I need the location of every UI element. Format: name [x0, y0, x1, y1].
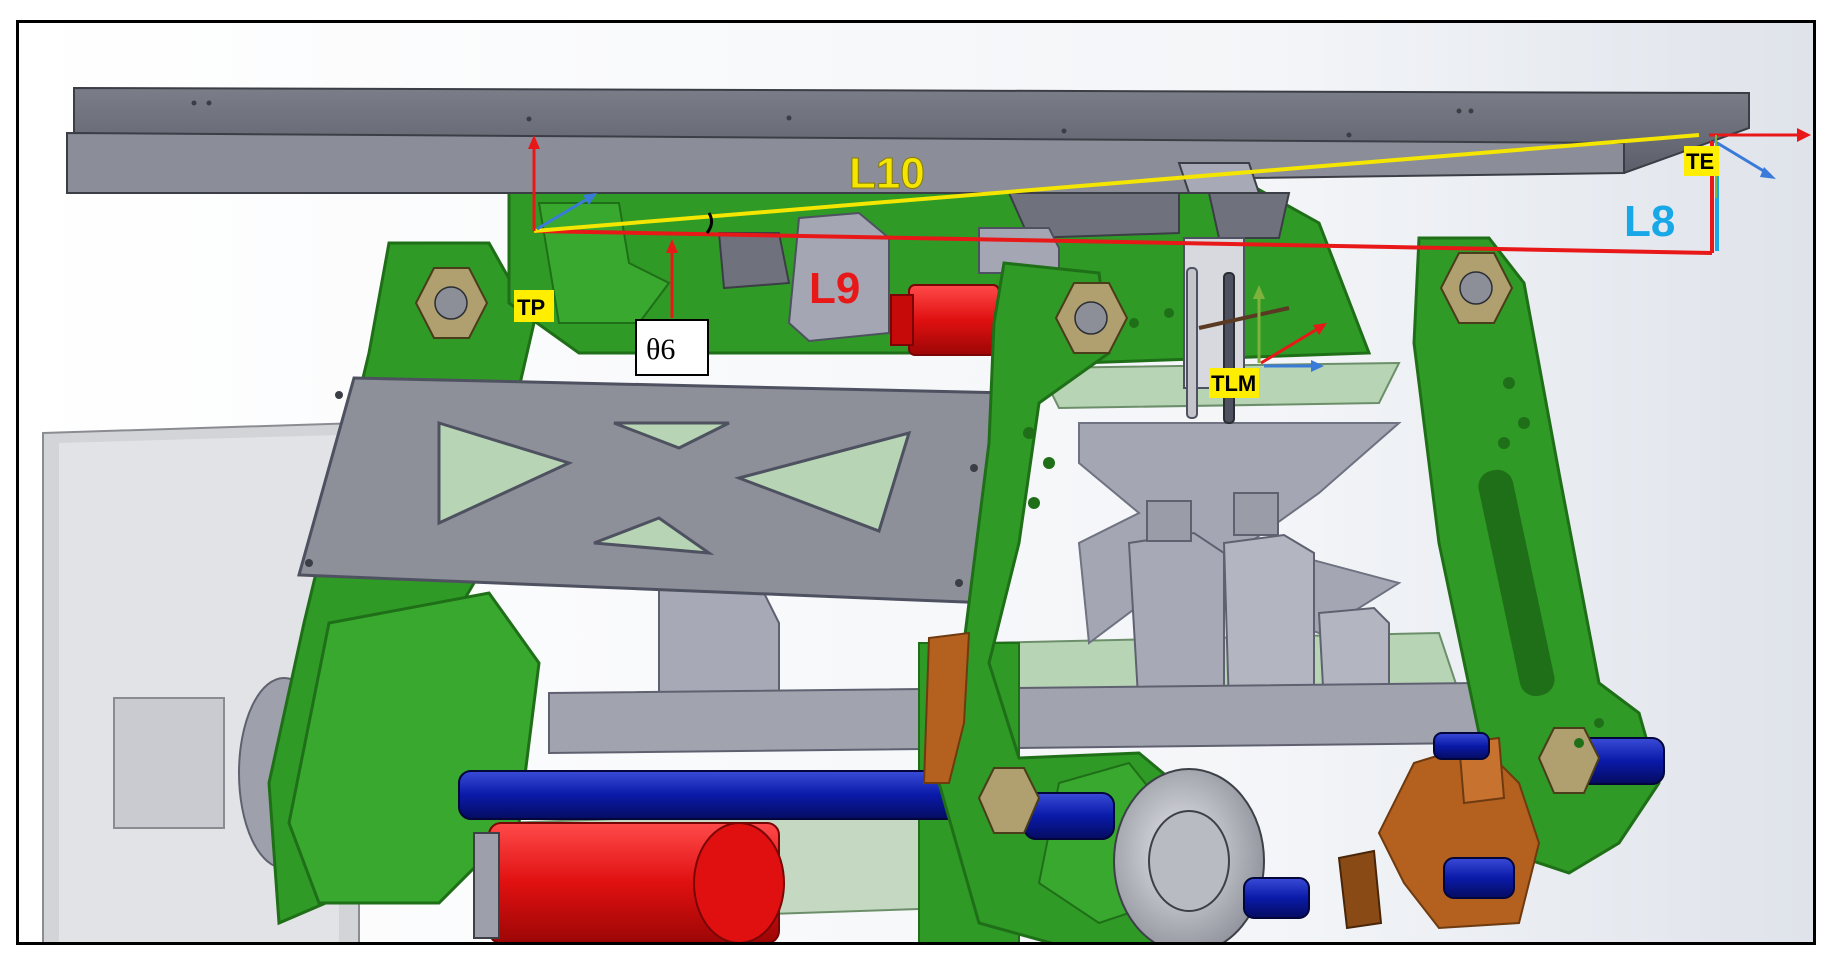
- bolt-heads: [434, 271, 1493, 335]
- hex-nuts: [414, 252, 1601, 834]
- te-tag: TE: [1684, 146, 1719, 176]
- center-disc: [1113, 768, 1265, 942]
- theta6-indicator: [666, 212, 714, 318]
- front-cross-plate: [297, 376, 1011, 605]
- te-frame-axes: [1709, 128, 1811, 198]
- tlm-tag: TLM: [1209, 368, 1259, 398]
- angle-arc-icon: [705, 212, 714, 234]
- mechanism-diagram: L10 L9 L8 TP TE TLM θ6: [19, 23, 1813, 942]
- blue-rod-long: [458, 770, 960, 820]
- theta6-box: θ6: [635, 319, 709, 376]
- tlm-tag-label: TLM: [1211, 371, 1256, 396]
- lower-red-motor: [473, 822, 785, 942]
- tlm-frame-axes: [1253, 285, 1327, 372]
- l9-label: L9: [809, 264, 860, 313]
- tp-tag-label: TP: [517, 295, 545, 320]
- tlm-sensor: [1183, 237, 1290, 424]
- blue-pins: [1023, 732, 1665, 919]
- top-platform: [66, 86, 1750, 240]
- tp-frame-axes: [528, 135, 597, 231]
- right-side-frame: [1412, 236, 1661, 875]
- upper-red-motor: [890, 284, 1000, 356]
- l10-label: L10: [849, 149, 925, 198]
- l8-label: L8: [1624, 197, 1675, 246]
- l10-line: [533, 133, 1700, 233]
- theta6-label: θ6: [646, 333, 675, 366]
- diagram-frame: L10 L9 L8 TP TE TLM θ6: [16, 20, 1816, 945]
- tp-tag: TP: [514, 290, 554, 322]
- te-tag-label: TE: [1686, 149, 1714, 174]
- green-frame-holes: [1023, 308, 1604, 748]
